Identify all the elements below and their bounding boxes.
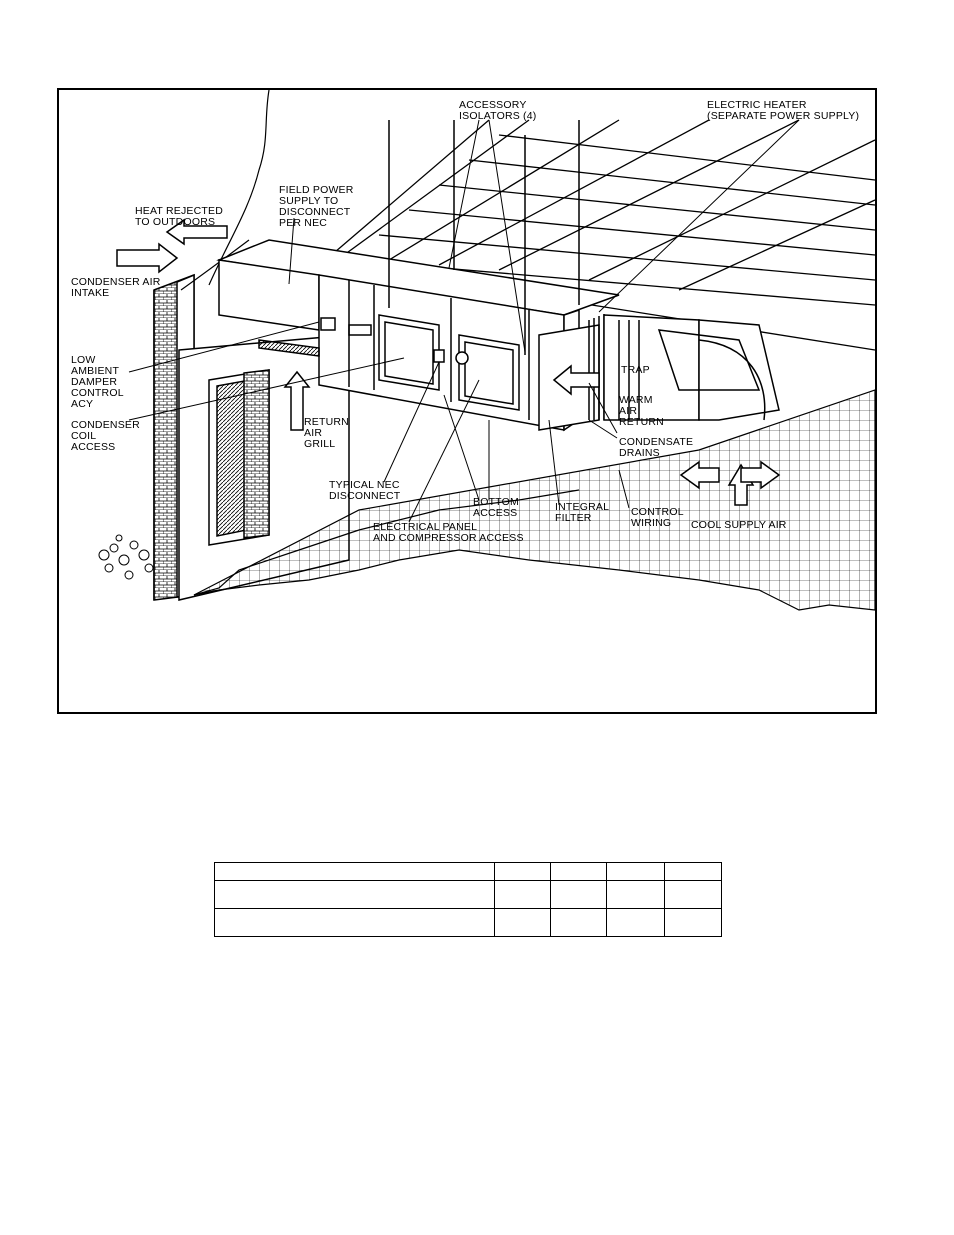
label-cool-supply-air: COOL SUPPLY AIR: [691, 519, 787, 531]
label-bottom-access: BOTTOM ACCESS: [473, 496, 522, 519]
diagram-labels: ACCESSORY ISOLATORS (4) ELECTRIC HEATER …: [71, 99, 859, 544]
label-condensate-drains: CONDENSATE DRAINS: [619, 436, 696, 459]
label-return-air-grill: RETURN AIR GRILL: [304, 416, 352, 450]
table-cell: [550, 908, 607, 937]
label-electrical-panel: ELECTRICAL PANEL AND COMPRESSOR ACCESS: [373, 521, 524, 544]
table-cell: [606, 908, 665, 937]
label-integral-filter: INTEGRAL FILTER: [555, 501, 612, 524]
label-condenser-air-intake: CONDENSER AIR INTAKE: [71, 276, 164, 299]
airflow-arrows: [116, 218, 781, 506]
table-row: [214, 880, 722, 909]
label-heat-rejected: HEAT REJECTED TO OUTDOORS: [135, 205, 226, 228]
table-cell: [494, 880, 551, 909]
label-field-power: FIELD POWER SUPPLY TO DISCONNECT PER NEC: [279, 184, 357, 229]
label-typical-nec: TYPICAL NEC DISCONNECT: [329, 479, 403, 502]
table-cell: [214, 880, 495, 909]
shrub: [98, 534, 154, 580]
supply-duct: [603, 314, 780, 421]
label-warm-air-return: WARM AIR RETURN: [619, 394, 664, 428]
floor: [193, 389, 875, 611]
table-cell: [494, 908, 551, 937]
table-cell: [494, 862, 551, 881]
table-cell: [606, 880, 665, 909]
label-low-ambient: LOW AMBIENT DAMPER CONTROL ACY: [71, 354, 126, 410]
figure-frame: ACCESSORY ISOLATORS (4) ELECTRIC HEATER …: [57, 88, 877, 714]
table-cell: [664, 908, 722, 937]
table-cell: [214, 908, 495, 937]
table-cell: [550, 880, 607, 909]
hvac-installation-diagram: ACCESSORY ISOLATORS (4) ELECTRIC HEATER …: [71, 90, 875, 611]
label-trap: TRAP: [621, 364, 650, 376]
table-row: [214, 862, 722, 881]
table-cell: [664, 880, 722, 909]
label-control-wiring: CONTROL WIRING: [631, 506, 686, 529]
leader-lines: [128, 119, 800, 523]
table-cell: [606, 862, 665, 881]
label-condenser-coil: CONDENSER COIL ACCESS: [71, 419, 143, 453]
label-electric-heater: ELECTRIC HEATER (SEPARATE POWER SUPPLY): [707, 99, 859, 122]
table-cell: [664, 862, 722, 881]
table-cell: [214, 862, 495, 881]
interior-wall: [178, 334, 350, 601]
table-cell: [550, 862, 607, 881]
hvac-unit: [216, 239, 620, 432]
label-accessory-isolators: ACCESSORY ISOLATORS (4): [459, 99, 536, 122]
spec-table: [214, 862, 722, 937]
table-row: [214, 908, 722, 937]
